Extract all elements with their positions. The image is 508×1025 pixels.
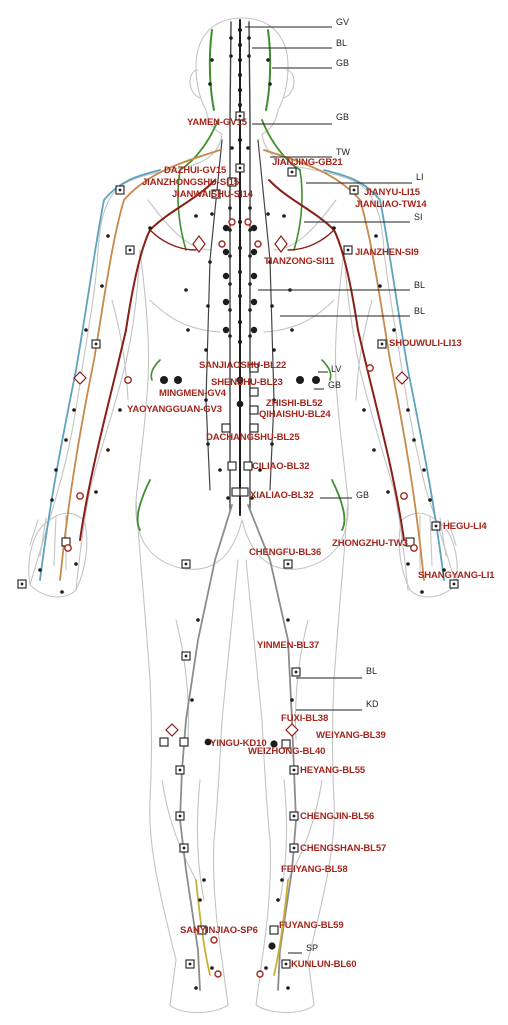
point-label-jianzhen: JIANZHEN-SI9	[355, 247, 419, 258]
diamond-point-markers	[73, 235, 409, 737]
meridian-label-kd: KD	[366, 699, 379, 709]
gallbladder-head-left-line	[208, 29, 215, 111]
meridian-label-gb: GB	[336, 112, 350, 122]
point-label-yaoyangguan: YAOYANGGUAN-GV3	[127, 404, 222, 415]
point-label-zhongzhu: ZHONGZHU-TW3	[332, 538, 408, 549]
acupoint-markers	[17, 28, 459, 990]
gallbladder-hip-left-line	[136, 479, 151, 531]
gallbladder-head-right-line	[265, 29, 272, 111]
dot-point-markers	[38, 28, 446, 990]
gallbladder-hip-right-line	[331, 479, 346, 531]
gallbladder-back-left-line	[177, 169, 187, 251]
meridian-label-gv: GV	[336, 17, 350, 27]
body-outline	[28, 17, 458, 1013]
meridian-label-bl: BL	[414, 306, 426, 316]
meridian-leader-lines	[245, 26, 412, 954]
meridian-label-gb: GB	[336, 58, 350, 68]
small-intestine-left-line	[79, 179, 216, 541]
point-label-feiyang: FEIYANG-BL58	[281, 864, 348, 875]
point-label-chengfu: CHENGFU-BL36	[249, 547, 322, 558]
bold-point-markers	[160, 224, 320, 950]
point-label-fuxi: FUXI-BL38	[281, 713, 329, 724]
point-label-mingmen: MINGMEN-GV4	[159, 388, 226, 399]
point-label-shenshu: SHENSHU-BL23	[211, 377, 283, 388]
square-point-centers	[20, 114, 456, 966]
point-label-dazhui: DAZHUI-GV15	[164, 165, 227, 176]
meridian-label-li: LI	[416, 172, 424, 182]
point-label-jianzhongshu: JIANZHONGSHU-SI15	[142, 177, 240, 188]
meridian-label-bl: BL	[414, 280, 426, 290]
gallbladder-back-right-line	[293, 169, 303, 251]
point-label-fuyang: FUYANG-BL59	[279, 920, 344, 931]
point-label-yamen: YAMEN-GV15	[187, 117, 247, 128]
point-label-sanjiaoshu: SANJIAOSHU-BL22	[199, 360, 287, 371]
triple-warmer-left-line	[59, 149, 221, 581]
point-label-qihaishu: QIHAISHU-BL24	[259, 409, 331, 420]
large-intestine-right-line	[323, 169, 445, 581]
point-label-jianyu: JIANYU-LI15	[364, 187, 420, 198]
point-label-yinmen: YINMEN-BL37	[257, 640, 320, 651]
point-label-yingu: YINGU-KD10	[210, 738, 267, 749]
small-intestine-scapula-left	[149, 229, 197, 251]
meridian-label-gb: GB	[356, 490, 370, 500]
gallbladder-waist-right-line	[321, 359, 332, 381]
spleen-right-line	[273, 879, 289, 976]
gallbladder-neck-left-line	[179, 119, 219, 171]
point-label-weizhong: WEIZHONG-BL40	[248, 746, 326, 757]
point-label-heyang: HEYANG-BL55	[300, 765, 366, 776]
meridian-label-tw: TW	[336, 147, 350, 157]
point-label-dachangshu: DACHANGSHU-BL25	[206, 432, 300, 443]
point-label-chengjin: CHENGJIN-BL56	[300, 811, 375, 822]
point-label-chengshan: CHENGSHAN-BL57	[300, 843, 387, 854]
point-label-jianjing: JIANJING-GB21	[272, 157, 343, 168]
point-label-ciliao: CILIAO-BL32	[252, 461, 310, 472]
meridian-label-bl: BL	[336, 38, 348, 48]
triple-warmer-right-line	[263, 149, 425, 581]
meridian-label-sp: SP	[306, 943, 319, 953]
point-label-shangyang: SHANGYANG-LI1	[418, 570, 495, 581]
meridian-label-gb: GB	[328, 380, 342, 390]
point-label-zhishi: ZHISHI-BL52	[266, 398, 323, 409]
meridian-label-si: SI	[414, 212, 423, 222]
point-label-tianzong: TIANZONG-SI11	[264, 256, 335, 267]
point-label-hegu: HEGU-LI4	[443, 521, 487, 532]
point-label-weiyang: WEIYANG-BL39	[316, 730, 386, 741]
point-label-jianwaishu: JIANWAISHU-SI14	[172, 189, 253, 200]
meridian-label-bl: BL	[366, 666, 378, 676]
gallbladder-waist-left-line	[150, 359, 161, 381]
gallbladder-neck-right-line	[261, 119, 301, 171]
point-label-xialiao: XIALIAO-BL32	[250, 490, 314, 501]
meridian-label-lv: LV	[331, 364, 342, 374]
point-label-shouwuli: SHOUWULI-LI13	[389, 338, 462, 349]
point-label-kunlun: KUNLUN-BL60	[291, 959, 357, 970]
point-label-jianliao: JIANLIAO-TW14	[355, 199, 427, 210]
small-intestine-right-line	[268, 179, 405, 541]
point-label-sanyinjiao: SANYINJIAO-SP6	[180, 925, 258, 936]
small-intestine-scapula-right	[287, 229, 335, 251]
red-ring-point-markers	[64, 218, 418, 978]
